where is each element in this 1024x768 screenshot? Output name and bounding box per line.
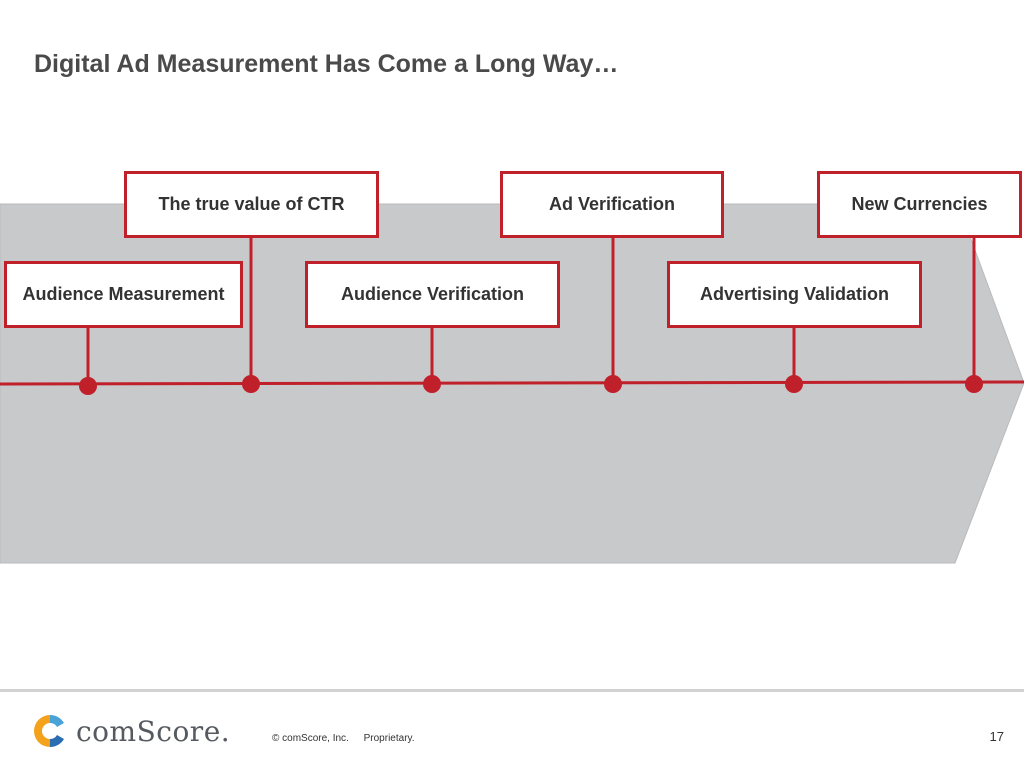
milestone-dot bbox=[423, 375, 441, 393]
copyright-text: © comScore, Inc. bbox=[272, 733, 349, 744]
milestone-dot bbox=[785, 375, 803, 393]
page-number: 17 bbox=[989, 729, 1004, 744]
milestone-box-audience-measurement: Audience Measurement bbox=[4, 261, 243, 328]
timeline-axis-line bbox=[0, 380, 1024, 386]
milestone-dot bbox=[965, 375, 983, 393]
milestone-dot bbox=[79, 377, 97, 395]
footer-note: © comScore, Inc. Proprietary. bbox=[272, 733, 415, 744]
milestone-box-ad-verification: Ad Verification bbox=[500, 171, 724, 238]
milestone-box-advertising-validation: Advertising Validation bbox=[667, 261, 922, 328]
comscore-logo-icon bbox=[34, 714, 64, 748]
milestone-dot bbox=[604, 375, 622, 393]
proprietary-text: Proprietary. bbox=[363, 733, 415, 744]
comscore-logo: comScore. bbox=[33, 714, 230, 748]
milestone-dot bbox=[242, 375, 260, 393]
comscore-logo-text: comScore. bbox=[76, 714, 231, 748]
milestone-box-new-currencies: New Currencies bbox=[817, 171, 1022, 238]
footer-divider bbox=[0, 689, 1024, 692]
slide-title: Digital Ad Measurement Has Come a Long W… bbox=[34, 50, 619, 78]
milestone-box-audience-verification: Audience Verification bbox=[305, 261, 560, 328]
milestone-box-true-value-of-ctr: The true value of CTR bbox=[124, 171, 379, 238]
